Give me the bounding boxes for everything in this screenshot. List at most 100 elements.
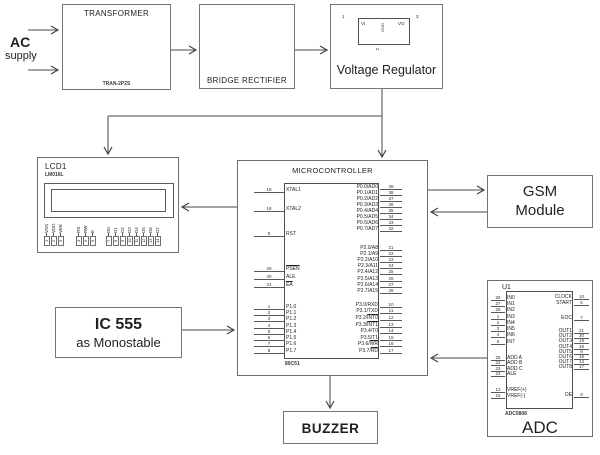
microcontroller-title: MICROCONTROLLER: [292, 166, 373, 175]
pin-name: P3.6/WR: [357, 341, 378, 348]
lcd-pin-number: 13: [147, 236, 154, 246]
pin-number: 32: [380, 226, 402, 232]
lcd-pin: D6 13: [147, 216, 154, 246]
ic555-label-line2: as Monostable: [76, 335, 161, 350]
pin-number: 3: [491, 326, 505, 333]
pin-name: P3.2/INT0: [355, 314, 378, 321]
pin-name: P0.1/AD1: [356, 189, 378, 196]
lcd-pin-number: 8: [112, 236, 119, 246]
pin-name: P0.4/AD4: [356, 207, 378, 214]
pin-name: IN3: [507, 313, 515, 320]
lcd-pin-number: 10: [126, 236, 133, 246]
pin-name: XTAL2: [286, 205, 301, 212]
pin-name: OUT4: [558, 343, 572, 350]
lcd-pin-stub: [78, 233, 79, 236]
pin-name: P1.0: [286, 303, 297, 310]
pin-name: OUT1: [558, 328, 572, 335]
lcd-pin: D7 14: [154, 216, 161, 246]
pin-name: P0.6/AD6: [356, 219, 378, 226]
lcd-pin-label: D7: [155, 227, 160, 233]
pin-number: 27: [491, 301, 505, 307]
lcd-pin-stub: [122, 233, 123, 236]
pin-number: 35: [380, 208, 402, 214]
pin-number: 2: [491, 320, 505, 326]
pin-name: P1.6: [286, 341, 297, 348]
lcd-pin-stub: [136, 233, 137, 236]
mcu-part-label: 80C51: [285, 361, 300, 367]
bridge-rectifier-title: BRIDGE RECTIFIER: [207, 76, 287, 85]
pin-number: 24: [491, 361, 505, 367]
pin-number: 16: [380, 342, 402, 348]
adc-chip: [506, 291, 573, 409]
pin-name: P1.5: [286, 335, 297, 342]
lcd-pin-label: RW: [83, 225, 88, 233]
lcd-pin-stub: [129, 233, 130, 236]
pin-number: 22: [491, 371, 505, 378]
lcd-pin: D0 7: [105, 216, 112, 246]
lcd-pin-label: D0: [106, 227, 111, 233]
pin-name: ADD C: [507, 365, 523, 372]
pin-name: P3.3/INT1: [355, 321, 378, 328]
pin-name: OUT7: [558, 359, 572, 366]
pin-number: 8: [254, 348, 284, 354]
pin-name: P0.7/AD7: [356, 225, 378, 232]
transformer-part-label: TRAN-2P2S: [102, 81, 131, 87]
pin-number: 19: [254, 187, 284, 193]
pin-name: P2.6/A14: [357, 281, 378, 288]
pin-number: 10: [380, 302, 402, 308]
lcd-pin-label: VEE: [58, 223, 63, 233]
pin-number: 23: [491, 366, 505, 372]
gsm-label-line1: GSM: [522, 183, 558, 200]
lcd-pin-label: D5: [141, 227, 146, 233]
pin-number: 9: [574, 393, 589, 399]
pin-number: 17: [574, 365, 589, 371]
lcd-pin: VDD 2: [50, 216, 57, 246]
pin-name: IN2: [507, 307, 515, 314]
pin-name: IN6: [507, 332, 515, 339]
pin-number: 10: [574, 295, 589, 301]
pin-name: OUT6: [558, 354, 572, 361]
pin-name: PSEN: [286, 265, 300, 272]
pin-number: 1: [254, 304, 284, 310]
pin-number: 24: [380, 263, 402, 270]
lcd-pin-label: D4: [134, 227, 139, 233]
lcd-pin-label: VSS: [44, 223, 49, 233]
lcd-pin: D3 10: [126, 216, 133, 246]
pin-name: P2.0/A8: [360, 244, 378, 251]
transformer-title: TRANSFORMER: [83, 9, 150, 18]
pin-number: 38: [380, 190, 402, 196]
pin-number: 33: [380, 220, 402, 226]
pin-number: 18: [254, 206, 284, 212]
lcd-pin-number: 3: [57, 236, 64, 246]
lcd-pin: D4 11: [133, 216, 140, 246]
